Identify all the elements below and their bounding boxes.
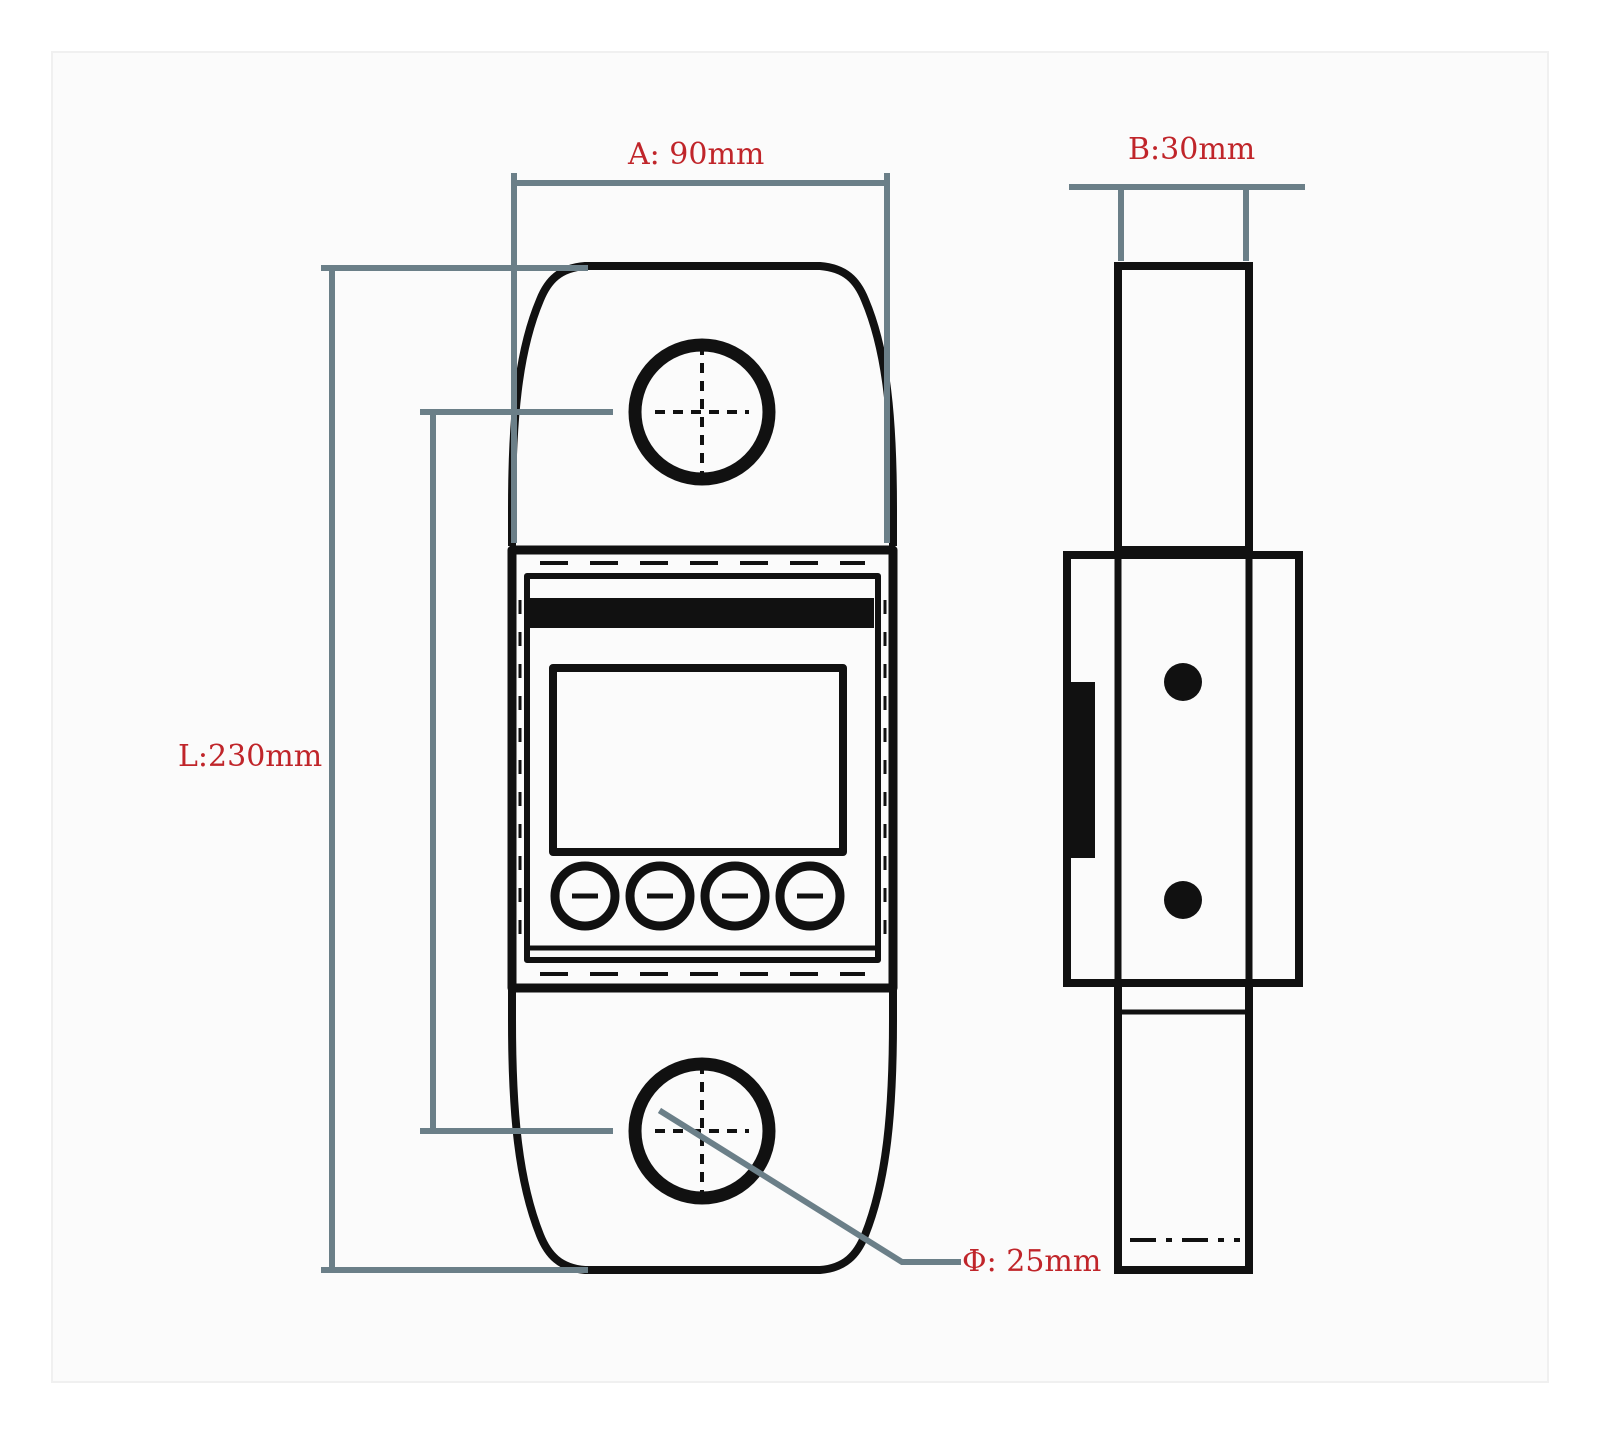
front-lower-shackle <box>508 988 897 1274</box>
key-4-icon <box>775 861 845 931</box>
side-screws <box>1164 663 1202 919</box>
key-2-icon <box>625 861 695 931</box>
dim-a-label: A: 90mm <box>628 137 765 172</box>
dim-l-label: L:230mm <box>178 739 323 774</box>
display-inner-frame <box>524 573 881 963</box>
display-top-band <box>530 598 874 628</box>
keypad <box>550 861 845 931</box>
dim-hole-leader <box>657 1107 961 1265</box>
side-shackle-lower <box>1114 979 1253 1274</box>
side-display-bump <box>1069 682 1095 858</box>
side-view <box>1063 262 1303 1274</box>
display-screen <box>549 664 847 856</box>
dimension-lines <box>321 173 1305 1273</box>
key-3-icon <box>700 861 770 931</box>
key-1-icon <box>550 861 620 931</box>
hole-centerlines <box>655 345 749 1199</box>
dim-b-label: B:30mm <box>1128 132 1256 167</box>
display-housing <box>507 545 898 993</box>
dim-hole-label: Φ: 25mm <box>962 1244 1102 1279</box>
side-screw-bottom-icon <box>1164 881 1202 919</box>
drawing-frame <box>51 51 1549 1383</box>
side-screw-top-icon <box>1164 663 1202 701</box>
side-shackle-upper <box>1114 262 1253 554</box>
